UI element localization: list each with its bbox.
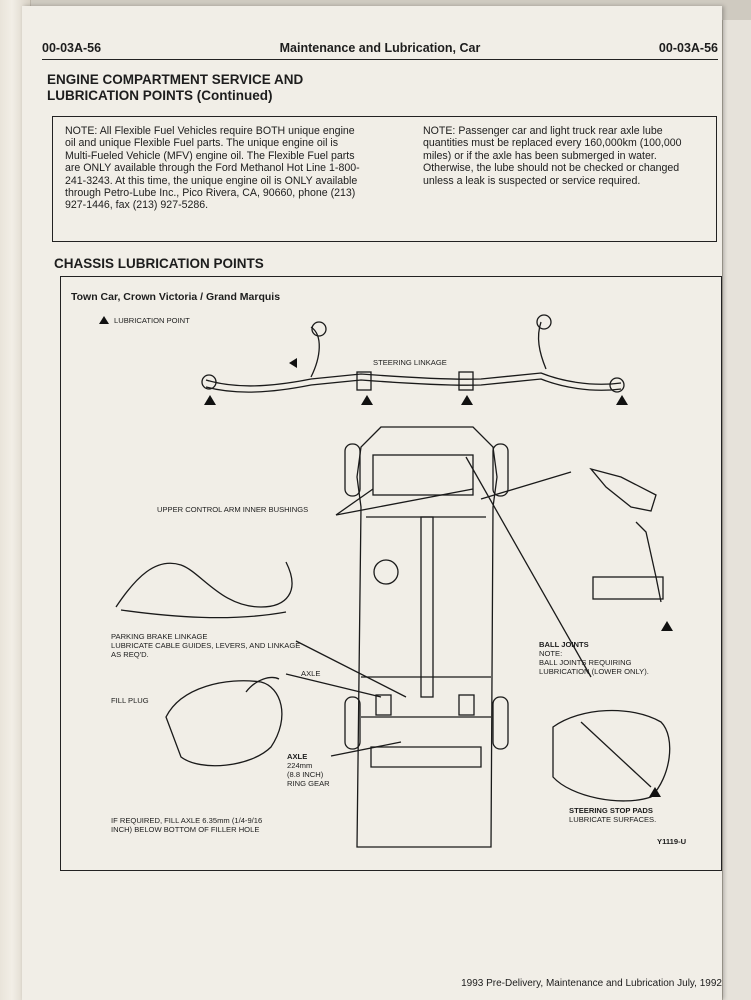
- chassis-line-drawing: [115, 314, 673, 848]
- notes-box: NOTE: All Flexible Fuel Vehicles require…: [52, 116, 717, 242]
- label-axle-gear-4: RING GEAR: [287, 779, 330, 788]
- lubrication-point-triangle-icon: [99, 316, 109, 324]
- label-ball-joints-1: BALL JOINTS: [539, 640, 589, 649]
- legend-text: LUBRICATION POINT: [114, 316, 190, 325]
- note-flexible-fuel: NOTE: All Flexible Fuel Vehicles require…: [65, 125, 360, 212]
- label-stop-pads-2: LUBRICATE SURFACES.: [569, 815, 657, 824]
- adjacent-page-edge: [722, 20, 751, 1000]
- page-number-left: 00-03A-56: [42, 41, 102, 55]
- label-stop-pads-1: STEERING STOP PADS: [569, 806, 653, 815]
- label-ball-joints-4: LUBRICATION (LOWER ONLY).: [539, 667, 649, 676]
- section-title-chassis-lubrication: CHASSIS LUBRICATION POINTS: [54, 256, 264, 271]
- label-axle-gear-2: 224mm: [287, 761, 313, 770]
- manual-page: 00-03A-56 Maintenance and Lubrication, C…: [22, 6, 722, 1000]
- figure-id: Y1119-U: [657, 837, 687, 846]
- section-title-engine-compartment: ENGINE COMPARTMENT SERVICE AND LUBRICATI…: [47, 72, 407, 104]
- label-axle-gear-3: (8.8 INCH): [287, 770, 324, 779]
- label-fill-axle-2: INCH) BELOW BOTTOM OF FILLER HOLE: [111, 825, 260, 834]
- page-header-title: Maintenance and Lubrication, Car: [279, 41, 481, 55]
- label-steering-linkage: STEERING LINKAGE: [373, 358, 447, 367]
- page-footer: 1993 Pre-Delivery, Maintenance and Lubri…: [461, 978, 722, 989]
- diagram-title: Town Car, Crown Victoria / Grand Marquis: [71, 291, 281, 303]
- label-fill-plug: FILL PLUG: [111, 696, 149, 705]
- label-ball-joints-2: NOTE:: [539, 649, 563, 658]
- label-upper-control-arm-bushings: UPPER CONTROL ARM INNER BUSHINGS: [157, 505, 309, 514]
- label-axle-gear-1: AXLE: [287, 752, 308, 761]
- label-axle: AXLE: [301, 669, 321, 678]
- label-fill-axle-1: IF REQUIRED, FILL AXLE 6.35mm (1/4-9/16: [111, 816, 263, 825]
- page-header: 00-03A-56 Maintenance and Lubrication, C…: [42, 41, 718, 60]
- section-title-line-1: ENGINE COMPARTMENT SERVICE AND: [47, 72, 304, 87]
- note-rear-axle-lube: NOTE: Passenger car and light truck rear…: [423, 125, 682, 187]
- legend-lubrication-point: LUBRICATION POINT: [99, 316, 190, 325]
- label-parking-brake-1: PARKING BRAKE LINKAGE: [111, 632, 208, 641]
- chassis-lubrication-diagram: Town Car, Crown Victoria / Grand Marquis…: [60, 276, 722, 871]
- label-parking-brake-2: LUBRICATE CABLE GUIDES, LEVERS, AND LINK…: [111, 641, 301, 650]
- label-parking-brake-3: AS REQ'D.: [111, 650, 149, 659]
- label-ball-joints-3: BALL JOINTS REQUIRING: [539, 658, 632, 667]
- page-number-right: 00-03A-56: [658, 41, 718, 55]
- section-title-line-2: LUBRICATION POINTS (Continued): [47, 88, 273, 103]
